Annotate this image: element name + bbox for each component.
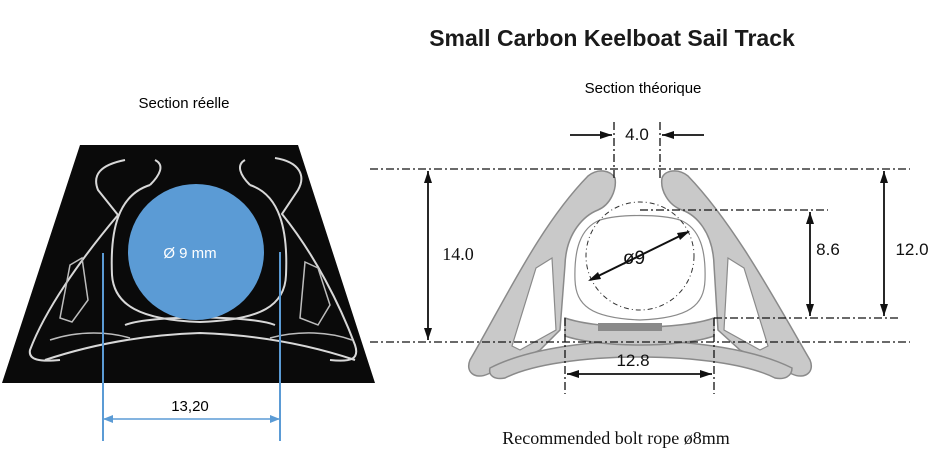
scanned-profile-outline [28, 157, 358, 362]
theoretical-section-caption: Section théorique [585, 80, 702, 97]
theoretical-section-panel: Small Carbon Keelboat Sail Track Section… [370, 25, 929, 448]
measure-arrow-right [270, 415, 280, 423]
channel-bottom-bar [598, 323, 662, 331]
inner-height-label: 8.6 [816, 240, 840, 259]
width-label: 13,20 [171, 398, 209, 415]
profile-voids [511, 214, 769, 351]
footnote: Recommended bolt rope ø8mm [502, 428, 729, 448]
actual-section-caption: Section réelle [139, 95, 230, 112]
bore-diameter-line [589, 231, 689, 281]
bore-arrow-b [677, 231, 690, 240]
measure-arrow-left [103, 415, 113, 423]
inner-height-dimension [806, 212, 814, 316]
total-height-label: 14.0 [442, 244, 474, 264]
diagram-title: Small Carbon Keelboat Sail Track [429, 25, 795, 51]
base-width-label: 12.8 [616, 351, 649, 370]
rope-circle [128, 184, 264, 320]
base-width-dimension [567, 370, 712, 378]
total-height-dimension [424, 171, 432, 340]
upper-height-label: 12.0 [895, 240, 928, 259]
actual-section-panel: Ø 9 mm 13,20 Section réelle [2, 95, 375, 441]
slot-width-label: 4.0 [625, 125, 649, 144]
scanned-flanks [49, 256, 353, 341]
slot-dimension [570, 131, 704, 139]
bore-diameter-label: ø9 [623, 248, 645, 269]
diameter-label: Ø 9 mm [163, 245, 216, 262]
bore-arrow-a [588, 272, 601, 281]
bore-circle [585, 201, 695, 311]
upper-height-dimension [880, 171, 888, 316]
reference-lines [370, 122, 910, 394]
